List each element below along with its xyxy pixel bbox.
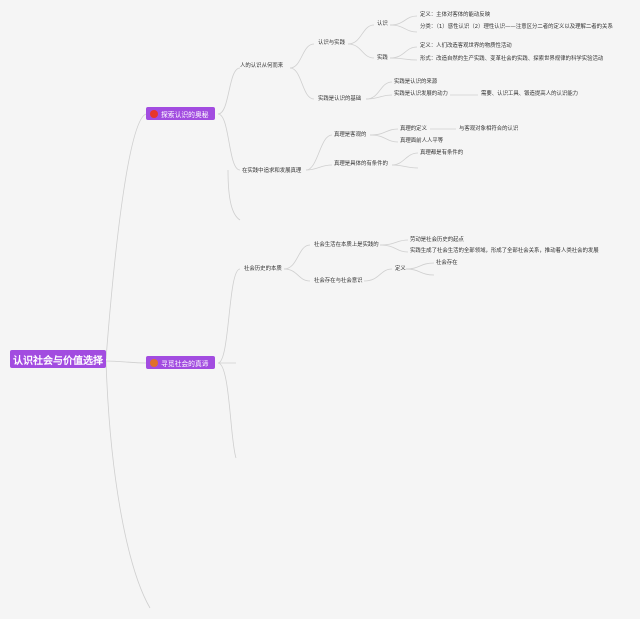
node-truth-definition-note[interactable]: 与客观对象相符合的认识 — [459, 126, 519, 132]
node-cognition-classification[interactable]: 分类：（1）感性认识（2）理性认识——注意区分二者的定义以及理解二者的关系 — [420, 24, 613, 30]
node-social-life-practical[interactable]: 社会生活在本质上是实践的 — [314, 242, 379, 248]
node-practice-source[interactable]: 实践是认识的来源 — [394, 79, 438, 85]
node-driving-force-note[interactable]: 需要、认识工具、锻造提高人的认识能力 — [481, 91, 579, 97]
node-labor-origin[interactable]: 劳动是社会历史的起点 — [410, 237, 464, 243]
node-practice-is-basis[interactable]: 实践是认识的基础 — [318, 96, 362, 102]
node-definition[interactable]: 定义 — [395, 266, 406, 272]
node-practice-driving-force[interactable]: 实践是认识发展的动力 — [394, 91, 448, 97]
branch-label: 探索认识的奥秘 — [161, 110, 209, 119]
node-social-existence-consciousness[interactable]: 社会存在与社会意识 — [314, 278, 363, 284]
node-cognition[interactable]: 认识 — [377, 21, 388, 27]
node-truth-conditional[interactable]: 真理都是有条件的 — [420, 150, 464, 156]
node-truth-objective[interactable]: 真理是客观的 — [334, 132, 367, 138]
branch-node-explore-cognition[interactable]: 探索认识的奥秘 — [146, 107, 215, 120]
node-practice-forms[interactable]: 形式：改造自然的生产实践、变革社会的实践、探索世界规律的科学实验活动 — [420, 56, 604, 62]
branch-label: 寻觅社会的真谛 — [161, 359, 209, 368]
node-practice-generates-society[interactable]: 实践生成了社会生活的全部领域，形成了全部社会关系，推动着人类社会的发展 — [410, 248, 599, 254]
node-truth-definition[interactable]: 真理的定义 — [400, 126, 427, 132]
node-practice-definition[interactable]: 定义：人们改造客观世界的物质性活动 — [420, 43, 512, 49]
node-pursue-truth[interactable]: 在实践中追求和发展真理 — [242, 168, 302, 174]
branch-badge-icon — [150, 109, 158, 118]
node-cognition-and-practice[interactable]: 认识与实践 — [318, 40, 345, 46]
root-node[interactable]: 认识社会与价值选择 — [10, 350, 106, 368]
node-origin-of-cognition[interactable]: 人的认识从何而来 — [240, 63, 284, 69]
branch-node-seek-society[interactable]: 寻觅社会的真谛 — [146, 356, 215, 369]
node-truth-concrete[interactable]: 真理是具体的有条件的 — [334, 161, 388, 167]
branch-badge-icon — [150, 358, 158, 367]
node-cognition-definition[interactable]: 定义：主体对客体的能动反映 — [420, 12, 491, 18]
node-social-existence[interactable]: 社会存在 — [436, 260, 458, 266]
node-truth-equality[interactable]: 真理面前人人平等 — [400, 138, 444, 144]
node-practice[interactable]: 实践 — [377, 55, 388, 61]
node-essence-of-history[interactable]: 社会历史的本质 — [244, 266, 282, 272]
